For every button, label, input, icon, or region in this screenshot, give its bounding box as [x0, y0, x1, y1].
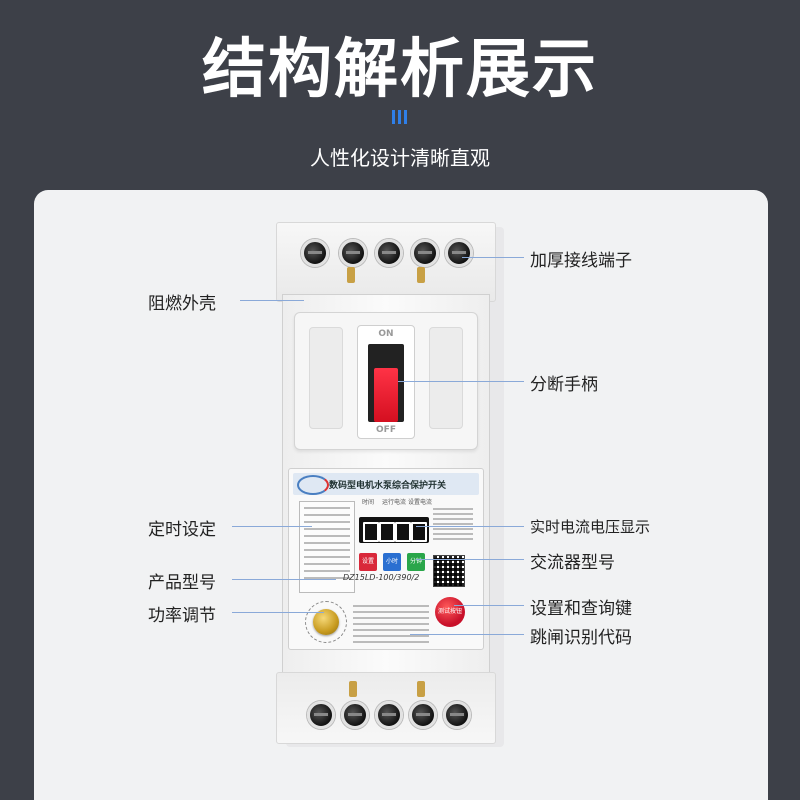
display-digit: [395, 522, 411, 542]
display-digit: [379, 522, 395, 542]
label-contactor-model: 交流器型号: [530, 553, 615, 573]
cover-window-right: [429, 327, 463, 429]
qr-code: [433, 555, 465, 587]
top-terminal-block: [276, 222, 496, 302]
callout-line-timer: [232, 526, 312, 527]
terminal-screw-icon: [307, 701, 335, 729]
terminal-screw-icon: [375, 701, 403, 729]
handle-slot: [368, 344, 404, 422]
spec-notes: [433, 505, 473, 551]
display-digit: [411, 522, 427, 542]
terminal-screw-icon: [409, 701, 437, 729]
power-dial-scale: [305, 601, 347, 643]
switch-on-label: ON: [378, 329, 394, 339]
callout-line-terminal: [462, 257, 524, 258]
trip-code-list: [353, 601, 429, 647]
callout-line-tripcode: [410, 634, 524, 635]
display-digit: [363, 522, 379, 542]
hour-button[interactable]: 小时: [383, 553, 401, 571]
faceplate-title: 数码型电机水泵综合保护开关: [329, 481, 447, 491]
column-label-set-current: 设置电流: [407, 499, 432, 506]
terminal-clip: [417, 267, 425, 283]
page-subtitle: 人性化设计清晰直观: [310, 146, 490, 170]
callout-line-contactor: [416, 559, 524, 560]
minute-button[interactable]: 分钟: [407, 553, 425, 571]
callout-line-handle: [398, 381, 524, 382]
title-accent-bar: [392, 110, 395, 124]
callout-line-model: [232, 579, 336, 580]
label-product-model: 产品型号: [148, 573, 216, 593]
terminal-clip: [417, 681, 425, 697]
label-trip-code: 跳闸识别代码: [530, 628, 632, 648]
label-realtime-display: 实时电流电压显示: [530, 518, 651, 536]
terminal-screw-icon: [341, 701, 369, 729]
callout-line-housing: [240, 300, 304, 301]
terminal-clip: [349, 681, 357, 697]
brand-logo-icon: [297, 475, 329, 495]
label-power-adjust: 功率调节: [148, 606, 216, 626]
label-breaker-handle: 分断手柄: [530, 375, 598, 395]
label-set-query-keys: 设置和查询键: [530, 599, 632, 619]
test-button[interactable]: 测试按钮: [435, 597, 465, 627]
column-label-running-current: 运行电流: [381, 499, 406, 506]
label-timer-setting: 定时设定: [148, 520, 216, 540]
product-model: DZ15LD-100/390/2: [343, 573, 420, 582]
terminal-screw-icon: [339, 239, 367, 267]
title-accent-bar: [398, 110, 401, 124]
terminal-screw-icon: [301, 239, 329, 267]
faceplate-header: 数码型电机水泵综合保护开关: [293, 473, 479, 495]
power-adjust-knob[interactable]: [313, 609, 339, 635]
timer-setting-notes: [299, 501, 355, 593]
label-flame-retardant-housing: 阻燃外壳: [148, 294, 216, 314]
terminal-screw-icon: [443, 701, 471, 729]
callout-line-power: [232, 612, 324, 613]
breaker-handle-frame: ON OFF: [357, 325, 415, 439]
digital-display: [359, 517, 429, 543]
bottom-terminal-block: [276, 672, 496, 744]
terminal-clip: [347, 267, 355, 283]
set-button[interactable]: 设置: [359, 553, 377, 571]
terminal-screw-icon: [445, 239, 473, 267]
switch-off-label: OFF: [376, 425, 396, 435]
terminal-screw-icon: [375, 239, 403, 267]
terminal-screw-icon: [411, 239, 439, 267]
protection-switch-device: ON OFF 数码型电机水泵综合保护开关 时间 运行电流 设置电流 设置 小时 …: [276, 222, 504, 747]
breaker-handle[interactable]: [374, 368, 398, 422]
callout-line-display: [416, 526, 524, 527]
title-accent-bar: [404, 110, 407, 124]
label-thick-terminal: 加厚接线端子: [530, 251, 632, 271]
column-label-time: 时间: [361, 499, 374, 506]
page-title: 结构解析展示: [202, 33, 598, 107]
cover-window-left: [309, 327, 343, 429]
callout-line-keys: [454, 605, 524, 606]
